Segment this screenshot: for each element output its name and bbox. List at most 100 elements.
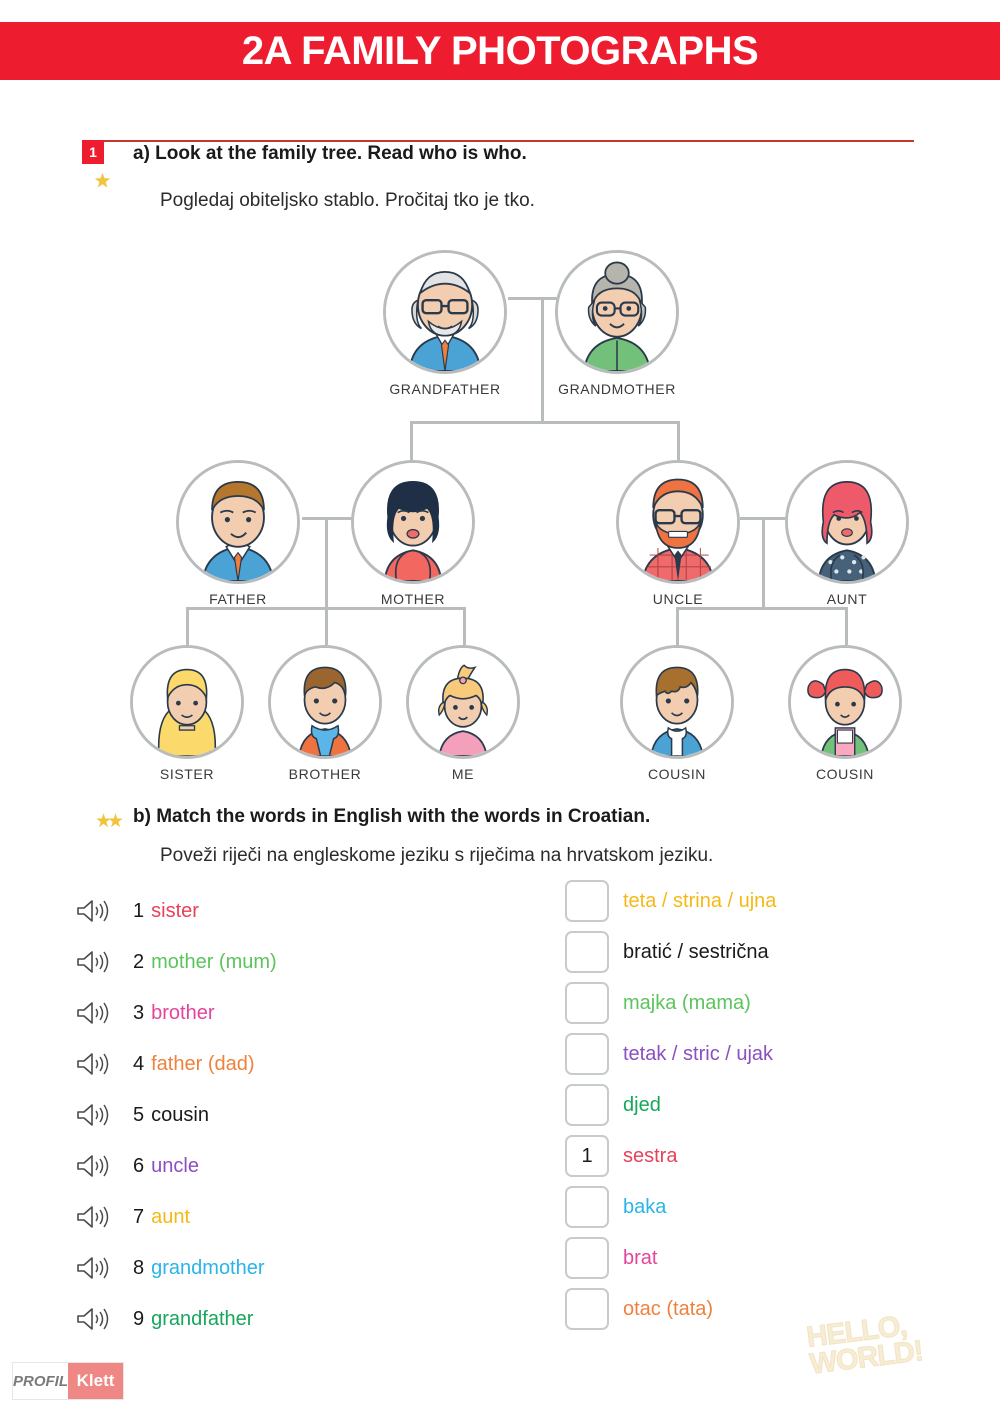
- tree-node-label: FATHER: [209, 591, 267, 607]
- family-tree: GRANDFATHER: [0, 235, 1000, 795]
- english-word-label: brother: [151, 1001, 215, 1024]
- speaker-icon[interactable]: [75, 1306, 109, 1332]
- answer-box[interactable]: [565, 1237, 609, 1279]
- english-word-label: aunt: [151, 1205, 191, 1228]
- tree-connector: [541, 297, 544, 423]
- tree-connector: [676, 607, 846, 610]
- page-banner: 2A FAMILY PHOTOGRAPHS: [0, 22, 1000, 80]
- answer-box[interactable]: [565, 880, 609, 922]
- speaker-icon: [77, 1155, 109, 1177]
- speaker-icon: [77, 951, 109, 973]
- speaker-icon[interactable]: [75, 1204, 109, 1230]
- english-word-label: grandmother: [151, 1256, 265, 1279]
- speaker-icon: [77, 1257, 109, 1279]
- answer-box[interactable]: [565, 1186, 609, 1228]
- tree-node-label: COUSIN: [647, 766, 707, 782]
- croatian-word-row: brat: [565, 1236, 657, 1280]
- tree-connector: [740, 517, 810, 520]
- tree-node-label: SISTER: [159, 766, 215, 782]
- croatian-word-label: teta / strina / ujna: [623, 889, 777, 912]
- speaker-icon: [77, 1002, 109, 1024]
- answer-box[interactable]: [565, 1033, 609, 1075]
- tree-node-cousin-boy: COUSIN: [620, 645, 734, 782]
- speaker-icon[interactable]: [75, 1102, 109, 1128]
- hello-world-watermark: HELLO, WORLD!: [804, 1309, 925, 1381]
- croatian-word-row: baka: [565, 1185, 666, 1229]
- tree-connector: [463, 607, 466, 645]
- speaker-icon: [77, 1104, 109, 1126]
- croatian-word-label: brat: [623, 1246, 658, 1269]
- speaker-icon[interactable]: [75, 1000, 109, 1026]
- croatian-word-label: baka: [623, 1195, 667, 1218]
- tree-node-grandmother: GRANDMOTHER: [555, 250, 679, 397]
- tree-node-cousin-girl: COUSIN: [788, 645, 902, 782]
- english-word-label: sister: [151, 899, 199, 922]
- croatian-word-label: sestra: [623, 1144, 678, 1167]
- english-word-label: grandfather: [151, 1307, 254, 1330]
- sister-avatar: [130, 645, 244, 759]
- croatian-word-label: djed: [623, 1093, 661, 1116]
- speaker-icon[interactable]: [75, 898, 109, 924]
- croatian-word-label: otac (tata): [623, 1297, 714, 1320]
- tree-connector: [845, 607, 848, 645]
- croatian-word-label: majka (mama): [623, 991, 751, 1014]
- task-b-title: b) Match the words in English with the w…: [133, 806, 651, 827]
- english-word-label: cousin: [151, 1103, 209, 1126]
- father-avatar: [176, 460, 300, 584]
- tree-connector: [325, 517, 328, 607]
- croatian-word-row: djed: [565, 1083, 661, 1127]
- grandmother-avatar: [555, 250, 679, 374]
- task-a-title: a) Look at the family tree. Read who is …: [133, 143, 527, 164]
- difficulty-stars-icon: ★★: [95, 811, 124, 832]
- answer-box[interactable]: [565, 931, 609, 973]
- answer-box[interactable]: [565, 982, 609, 1024]
- english-word-label: mother (mum): [151, 950, 277, 973]
- grandfather-avatar: [383, 250, 507, 374]
- english-word-row: 2 mother (mum): [75, 946, 277, 978]
- tree-node-label: AUNT: [826, 591, 868, 607]
- speaker-icon[interactable]: [75, 1153, 109, 1179]
- mother-avatar: [351, 460, 475, 584]
- tree-node-label: GRANDFATHER: [389, 381, 501, 397]
- task-a-subtitle: Pogledaj obiteljsko stablo. Pročitaj tko…: [160, 190, 535, 211]
- tree-node-grandfather: GRANDFATHER: [383, 250, 507, 397]
- english-word-row: 6 uncle: [75, 1150, 199, 1182]
- publisher-logo: PROFIL Klett: [12, 1362, 124, 1400]
- english-word-row: 8 grandmother: [75, 1252, 265, 1284]
- english-word-number: 6: [133, 1154, 145, 1177]
- croatian-word-row: otac (tata): [565, 1287, 713, 1331]
- english-word-number: 2: [133, 950, 145, 973]
- speaker-icon[interactable]: [75, 1051, 109, 1077]
- page-title: 2A FAMILY PHOTOGRAPHS: [241, 28, 759, 73]
- tree-connector: [410, 421, 413, 466]
- speaker-icon[interactable]: [75, 1255, 109, 1281]
- answer-box[interactable]: [565, 1084, 609, 1126]
- english-word-number: 8: [133, 1256, 145, 1279]
- english-word-number: 9: [133, 1307, 145, 1330]
- aunt-avatar: [785, 460, 909, 584]
- tree-connector: [325, 607, 328, 645]
- section-divider: [104, 140, 914, 142]
- tree-connector: [186, 607, 189, 645]
- croatian-word-row: tetak / stric / ujak: [565, 1032, 773, 1076]
- croatian-word-label: tetak / stric / ujak: [623, 1042, 774, 1065]
- answer-box[interactable]: 1: [565, 1135, 609, 1177]
- task-b-subtitle: Poveži riječi na engleskome jeziku s rij…: [160, 845, 714, 866]
- english-word-label: uncle: [151, 1154, 199, 1177]
- tree-node-label: ME: [451, 766, 475, 782]
- answer-box[interactable]: [565, 1288, 609, 1330]
- exercise-number-badge: 1: [82, 140, 104, 164]
- speaker-icon: [77, 1206, 109, 1228]
- croatian-word-row: majka (mama): [565, 981, 751, 1025]
- speaker-icon[interactable]: [75, 949, 109, 975]
- uncle-avatar: [616, 460, 740, 584]
- english-word-row: 9 grandfather: [75, 1303, 253, 1335]
- tree-node-label: BROTHER: [288, 766, 362, 782]
